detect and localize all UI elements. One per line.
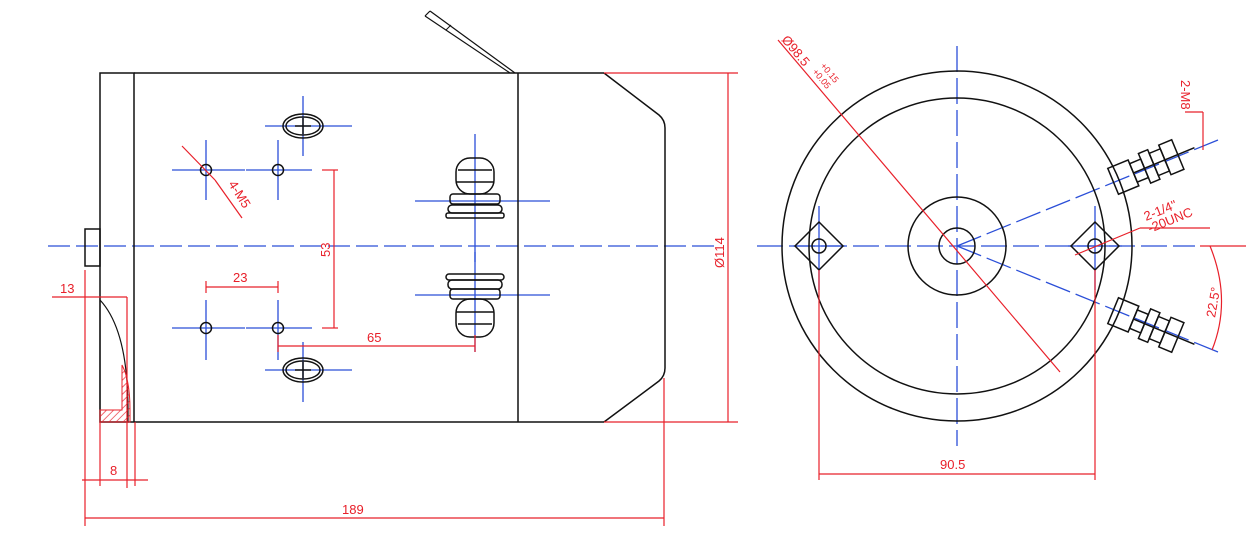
terminal-stud-upper: [445, 157, 505, 219]
side-view-labels: 189 13 8 23 53 65 Ø114 4-M5: [60, 178, 727, 517]
end-view: Ø98.5 +0.15 +0.05 2-M8 2-1/4" -20UNC 22.…: [757, 32, 1246, 480]
motor-body-outline: [84, 10, 666, 423]
dim-flange-offset: 13: [60, 281, 74, 296]
mount-hole-top-right: [271, 163, 285, 177]
housing-inner-circle: [808, 97, 1106, 395]
dim-terminal-angle: 22.5°: [1203, 286, 1223, 319]
end-flange: [99, 72, 135, 423]
dim-mount-bolts: 2-M8: [1178, 80, 1193, 110]
shaft-circle: [938, 227, 976, 265]
end-view-centerlines: [757, 46, 1219, 446]
dim-overall-length: 189: [342, 502, 364, 517]
housing-outer-circle: [781, 70, 1133, 422]
dim-hole-spacing-v: 53: [318, 243, 333, 257]
flange-section-hatched: [99, 298, 131, 423]
dim-flange-thickness: 8: [110, 463, 117, 478]
dim-hole-spacing-h: 23: [233, 270, 247, 285]
dim-mount-hole: 4-M5: [225, 178, 253, 211]
dim-body-diameter: Ø114: [712, 237, 727, 268]
slotted-screw-bottom: [282, 357, 324, 383]
terminal-stud-lower: [445, 273, 505, 338]
terminal-stud-end-lower: [1106, 296, 1195, 354]
terminal-stud-end-upper: [1106, 138, 1195, 196]
side-view: 189 13 8 23 53 65 Ø114 4-M5: [48, 10, 738, 526]
slotted-screw-top: [282, 113, 324, 139]
end-cap-profile: [603, 72, 666, 423]
mount-hole-bottom-left: [199, 321, 213, 335]
mount-hole-bottom-right: [271, 321, 285, 335]
bearing-boss: [907, 196, 1007, 296]
dim-terminal-distance: 65: [367, 330, 381, 345]
dim-mount-spacing: 90.5: [940, 457, 965, 472]
dim-bolt-circle: Ø98.5: [779, 32, 813, 69]
side-view-centerlines: [48, 96, 720, 402]
shaft-stub: [84, 228, 101, 267]
end-view-dimensions: [777, 39, 1246, 480]
end-view-labels: Ø98.5 +0.15 +0.05 2-M8 2-1/4" -20UNC 22.…: [779, 32, 1224, 472]
end-view-outline: [781, 70, 1195, 422]
mount-hole-top-left: [199, 163, 213, 177]
side-view-dimensions: [52, 72, 738, 526]
